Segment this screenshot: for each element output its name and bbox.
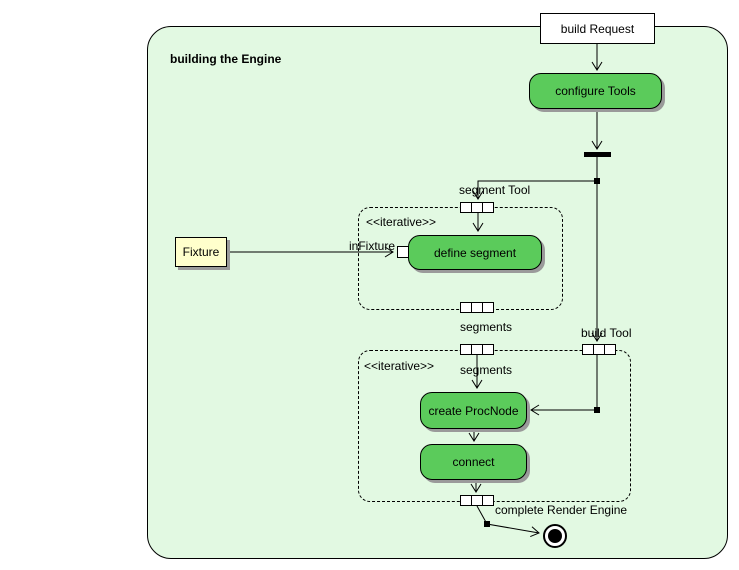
action-label: create ProcNode (428, 403, 519, 418)
object-pin-complete[interactable] (460, 495, 494, 506)
action-node-define-segment[interactable]: define segment (408, 235, 542, 270)
label-complete-render-engine: complete Render Engine (495, 503, 628, 517)
object-pin-segment-tool[interactable] (460, 202, 494, 213)
build-request-box[interactable]: build Request (540, 13, 655, 44)
object-pin-build-tool[interactable] (582, 344, 616, 355)
fixture-box[interactable]: Fixture (175, 237, 227, 267)
fixture-label: Fixture (182, 245, 220, 259)
label-segment-tool: segment Tool (459, 183, 531, 197)
edge-buildtool-to-create (530, 355, 598, 416)
action-label: connect (452, 455, 495, 469)
iterative-region-build[interactable] (358, 350, 631, 502)
label-segments-out: segments (460, 320, 513, 334)
object-pin-segments-out[interactable] (460, 302, 494, 313)
input-pin-infixture[interactable] (397, 246, 409, 258)
label-infixture: inFixture (349, 239, 396, 253)
action-label: configure Tools (555, 84, 636, 98)
label-segments-in: segments (460, 363, 513, 377)
action-node-connect[interactable]: connect (420, 444, 527, 480)
action-node-create-procnode[interactable]: create ProcNode (420, 392, 527, 429)
junction-dot-icon (484, 521, 490, 527)
action-label: define segment (433, 245, 517, 260)
activity-frame-title: building the Engine (170, 52, 282, 66)
build-request-label: build Request (560, 21, 635, 36)
edge-fork-to-segmenttool (472, 180, 597, 200)
label-build-tool: build Tool (581, 326, 632, 340)
action-node-configure-tools[interactable]: configure Tools (529, 73, 662, 109)
junction-dot-icon (594, 407, 600, 413)
label-iterative-1: <<iterative>> (366, 215, 437, 229)
label-iterative-2: <<iterative>> (364, 359, 435, 373)
object-pin-segments-in[interactable] (460, 344, 494, 355)
activity-final-node-core-icon (548, 529, 562, 543)
junction-dot-icon (594, 178, 600, 184)
fork-bar-icon[interactable] (584, 152, 611, 157)
